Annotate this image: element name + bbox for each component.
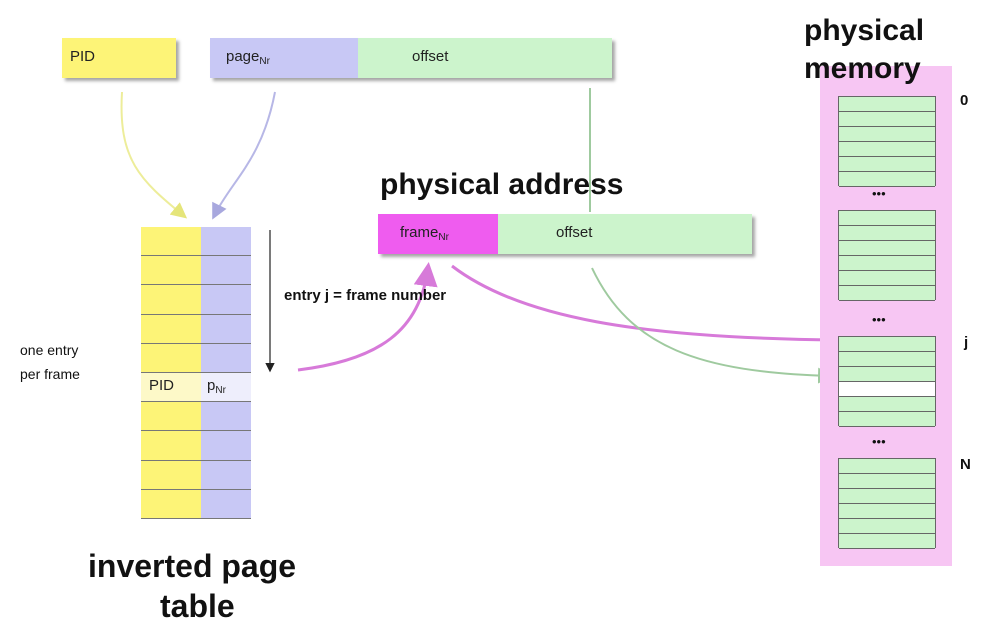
ipt-page-cell <box>201 285 251 315</box>
memory-row <box>839 397 935 412</box>
memory-frame-block <box>838 210 936 301</box>
memory-row <box>839 142 935 157</box>
diagram-canvas: PID pageNr offset physical address frame… <box>20 14 971 624</box>
offset-label: offset <box>412 48 449 65</box>
memory-row <box>839 256 935 271</box>
ipt-pid-cell <box>141 314 201 344</box>
ipt-pid-cell: PID <box>141 373 201 403</box>
ipt-pid-cell <box>141 285 201 315</box>
page-cell: pageNr <box>210 38 358 78</box>
phys-offset-label: offset <box>556 224 593 241</box>
entry-to-frame-arrow <box>297 262 438 372</box>
ipt-page-cell <box>201 489 251 519</box>
memory-row <box>839 519 935 534</box>
ipt-pid-cell <box>141 402 201 432</box>
memory-frame-block <box>838 336 936 427</box>
label-j: j <box>964 334 969 351</box>
pid-box: PID <box>62 38 176 78</box>
ipt-page-cell <box>201 431 251 461</box>
ipt-pid-cell <box>141 343 201 373</box>
dots-2: ••• <box>872 312 886 327</box>
ipt-page-cell <box>201 227 251 257</box>
pid-label: PID <box>70 48 96 65</box>
memory-row <box>839 459 935 474</box>
memory-row <box>839 286 935 301</box>
pid-arrow <box>120 91 188 219</box>
ipt-page-cell <box>201 343 251 373</box>
physical-memory-title-2: memory <box>804 52 921 85</box>
inverted-table-title: inverted page <box>88 548 297 584</box>
ipt-pid-cell <box>141 431 201 461</box>
arrows-layer <box>120 88 844 384</box>
page-label: pageNr <box>226 48 270 67</box>
memory-row <box>839 504 935 519</box>
memory-row <box>839 226 935 241</box>
label-0: 0 <box>960 92 969 109</box>
memory-row <box>839 271 935 286</box>
memory-row <box>839 382 935 397</box>
ipt-row-pid: PID <box>149 377 175 394</box>
ipt-pid-cell <box>141 460 201 490</box>
physical-address-title: physical address <box>380 168 624 201</box>
frame-label: frameNr <box>400 224 449 243</box>
ipt-pid-cell <box>141 227 201 257</box>
memory-row <box>839 534 935 549</box>
side-label-1: one entry <box>20 342 79 358</box>
ipt-page-cell <box>201 256 251 286</box>
memory-row <box>839 211 935 226</box>
frame-to-memory-arrow <box>451 264 844 352</box>
page-offset-box: pageNr offset <box>210 38 612 78</box>
frame-cell: frameNr <box>378 214 498 254</box>
memory-row <box>839 97 935 112</box>
label-n: N <box>960 456 971 473</box>
memory-row <box>839 474 935 489</box>
inverted-page-table: PID pNr <box>141 227 251 519</box>
memory-row <box>839 412 935 427</box>
page-arrow <box>212 91 276 220</box>
memory-row <box>839 172 935 187</box>
memory-row <box>839 241 935 256</box>
inverted-table-title-cut: table <box>160 588 235 624</box>
ipt-pid-cell <box>141 256 201 286</box>
memory-frame-block <box>838 458 936 549</box>
ipt-page-cell <box>201 314 251 344</box>
memory-frame-block <box>838 96 936 187</box>
offset-to-memory-arrow <box>591 267 834 384</box>
ipt-page-cell <box>201 402 251 432</box>
dots-1: ••• <box>872 186 886 201</box>
memory-row <box>839 127 935 142</box>
entry-arrow-label: entry j = frame number <box>284 287 447 304</box>
side-label-2: per frame <box>20 366 80 382</box>
memory-row <box>839 489 935 504</box>
memory-row <box>839 157 935 172</box>
ipt-page-cell <box>201 460 251 490</box>
ipt-pid-cell <box>141 489 201 519</box>
ipt-page-cell: pNr <box>201 373 251 403</box>
memory-row <box>839 352 935 367</box>
memory-row <box>839 337 935 352</box>
dots-3: ••• <box>872 434 886 449</box>
memory-row <box>839 112 935 127</box>
physical-address-box: frameNr offset <box>378 214 752 254</box>
memory-row <box>839 367 935 382</box>
ipt-row-page: pNr <box>207 377 226 396</box>
physical-memory-title-1: physical <box>804 14 925 47</box>
